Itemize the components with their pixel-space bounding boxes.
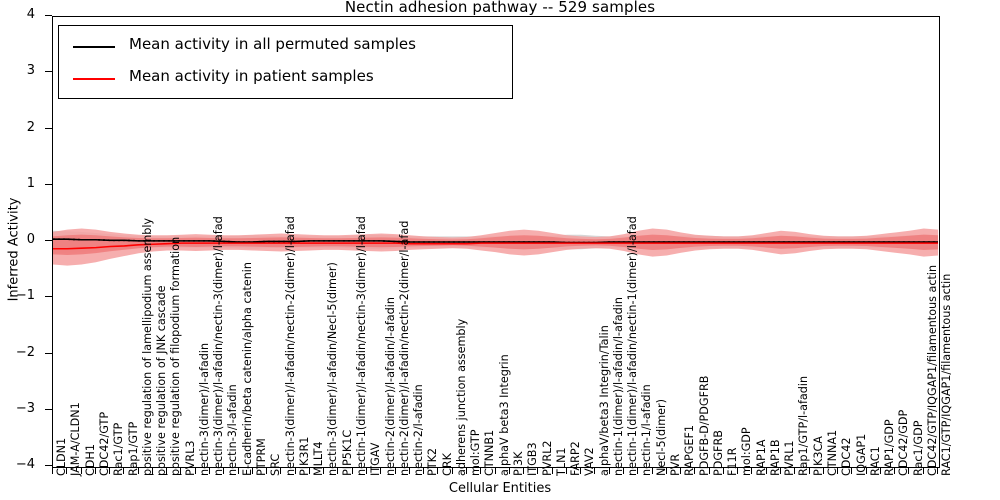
- x-tick-mark: [680, 468, 682, 474]
- y-axis-label: Inferred Activity: [6, 197, 22, 302]
- y-tick-label: −1: [15, 288, 35, 304]
- x-tick-mark: [266, 468, 268, 474]
- y-tick-label: 2: [26, 119, 35, 135]
- x-tick-mark: [109, 468, 111, 474]
- x-tick-mark: [294, 468, 296, 474]
- x-tick-mark: [722, 468, 724, 474]
- x-tick-mark: [194, 468, 196, 474]
- legend-entry-patient: Mean activity in patient samples: [59, 64, 514, 94]
- x-tick-mark: [137, 468, 139, 474]
- y-tick-mark: [45, 240, 52, 241]
- x-tick-mark: [251, 468, 253, 474]
- y-tick-mark: [45, 352, 52, 354]
- y-tick-mark: [45, 408, 52, 410]
- legend-label-permuted: Mean activity in all permuted samples: [129, 35, 416, 53]
- x-tick-mark: [608, 468, 610, 474]
- x-tick-mark: [523, 468, 525, 474]
- x-tick-label: RAC1/GTP/IQGAP1/filamentous actin: [940, 273, 954, 476]
- x-tick-mark: [665, 468, 667, 474]
- y-tick-mark: [45, 296, 52, 298]
- y-tick-label: 3: [26, 63, 35, 79]
- x-tick-mark: [451, 468, 453, 474]
- legend-line-patient: [73, 78, 115, 80]
- x-tick-mark: [423, 468, 425, 474]
- y-tick-label: 1: [26, 175, 35, 191]
- x-tick-mark: [280, 468, 282, 474]
- x-tick-mark: [537, 468, 539, 474]
- x-tick-mark: [765, 468, 767, 474]
- line-permuted-mean: [53, 238, 938, 244]
- x-tick-mark: [551, 468, 553, 474]
- chart-title: Nectin adhesion pathway -- 529 samples: [344, 0, 656, 16]
- x-tick-mark: [879, 468, 881, 474]
- x-axis-label: Cellular Entities: [448, 481, 552, 496]
- plot-canvas: [53, 228, 938, 266]
- x-tick-mark: [351, 468, 353, 474]
- x-tick-mark: [708, 468, 710, 474]
- y-tick-label: −2: [15, 344, 35, 360]
- x-tick-mark: [779, 468, 781, 474]
- x-tick-mark: [837, 468, 839, 474]
- x-tick-mark: [394, 468, 396, 474]
- x-tick-mark: [465, 468, 467, 474]
- x-tick-mark: [80, 468, 82, 474]
- y-tick-label: 0: [26, 232, 35, 247]
- x-tick-mark: [808, 468, 810, 474]
- x-tick-mark: [151, 468, 153, 474]
- x-tick-mark: [209, 468, 211, 474]
- x-tick-mark: [408, 468, 410, 474]
- x-tick-mark: [865, 468, 867, 474]
- x-tick-mark: [237, 468, 239, 474]
- chart-legend: Mean activity in all permuted samples Me…: [58, 25, 513, 99]
- x-tick-mark: [751, 468, 753, 474]
- x-tick-mark: [894, 468, 896, 474]
- x-tick-mark: [480, 468, 482, 474]
- x-tick-mark: [908, 468, 910, 474]
- x-tick-mark: [594, 468, 596, 474]
- y-tick-mark: [45, 71, 52, 73]
- x-tick-mark: [437, 468, 439, 474]
- band-patient-inner: [53, 234, 938, 255]
- x-tick-mark: [123, 468, 125, 474]
- x-tick-mark: [323, 468, 325, 474]
- x-tick-mark: [180, 468, 182, 474]
- x-tick-mark: [380, 468, 382, 474]
- x-tick-mark: [66, 468, 68, 474]
- x-tick-mark: [366, 468, 368, 474]
- x-tick-mark: [637, 468, 639, 474]
- x-tick-mark: [223, 468, 225, 474]
- y-tick-label: 4: [26, 7, 35, 22]
- x-tick-mark: [794, 468, 796, 474]
- y-tick-mark: [45, 15, 52, 16]
- x-tick-mark: [622, 468, 624, 474]
- x-tick-mark: [565, 468, 567, 474]
- x-tick-mark: [822, 468, 824, 474]
- x-tick-mark: [580, 468, 582, 474]
- legend-entry-permuted: Mean activity in all permuted samples: [59, 32, 514, 62]
- y-tick-mark: [45, 465, 52, 466]
- y-tick-label: −3: [15, 400, 35, 416]
- x-tick-mark: [52, 468, 53, 474]
- x-tick-mark: [308, 468, 310, 474]
- x-tick-mark: [651, 468, 653, 474]
- line-patient-mean: [53, 242, 938, 250]
- y-tick-label: −4: [15, 457, 35, 472]
- x-tick-mark: [494, 468, 496, 474]
- y-tick-mark: [45, 127, 52, 129]
- x-tick-mark: [337, 468, 339, 474]
- x-tick-mark: [737, 468, 739, 474]
- x-tick-mark: [166, 468, 168, 474]
- x-tick-mark: [937, 468, 938, 474]
- x-tick-mark: [694, 468, 696, 474]
- legend-label-patient: Mean activity in patient samples: [129, 67, 374, 85]
- legend-line-permuted: [73, 46, 115, 48]
- y-tick-mark: [45, 183, 52, 185]
- x-tick-mark: [508, 468, 510, 474]
- x-tick-mark: [922, 468, 924, 474]
- x-tick-mark: [94, 468, 96, 474]
- x-tick-mark: [851, 468, 853, 474]
